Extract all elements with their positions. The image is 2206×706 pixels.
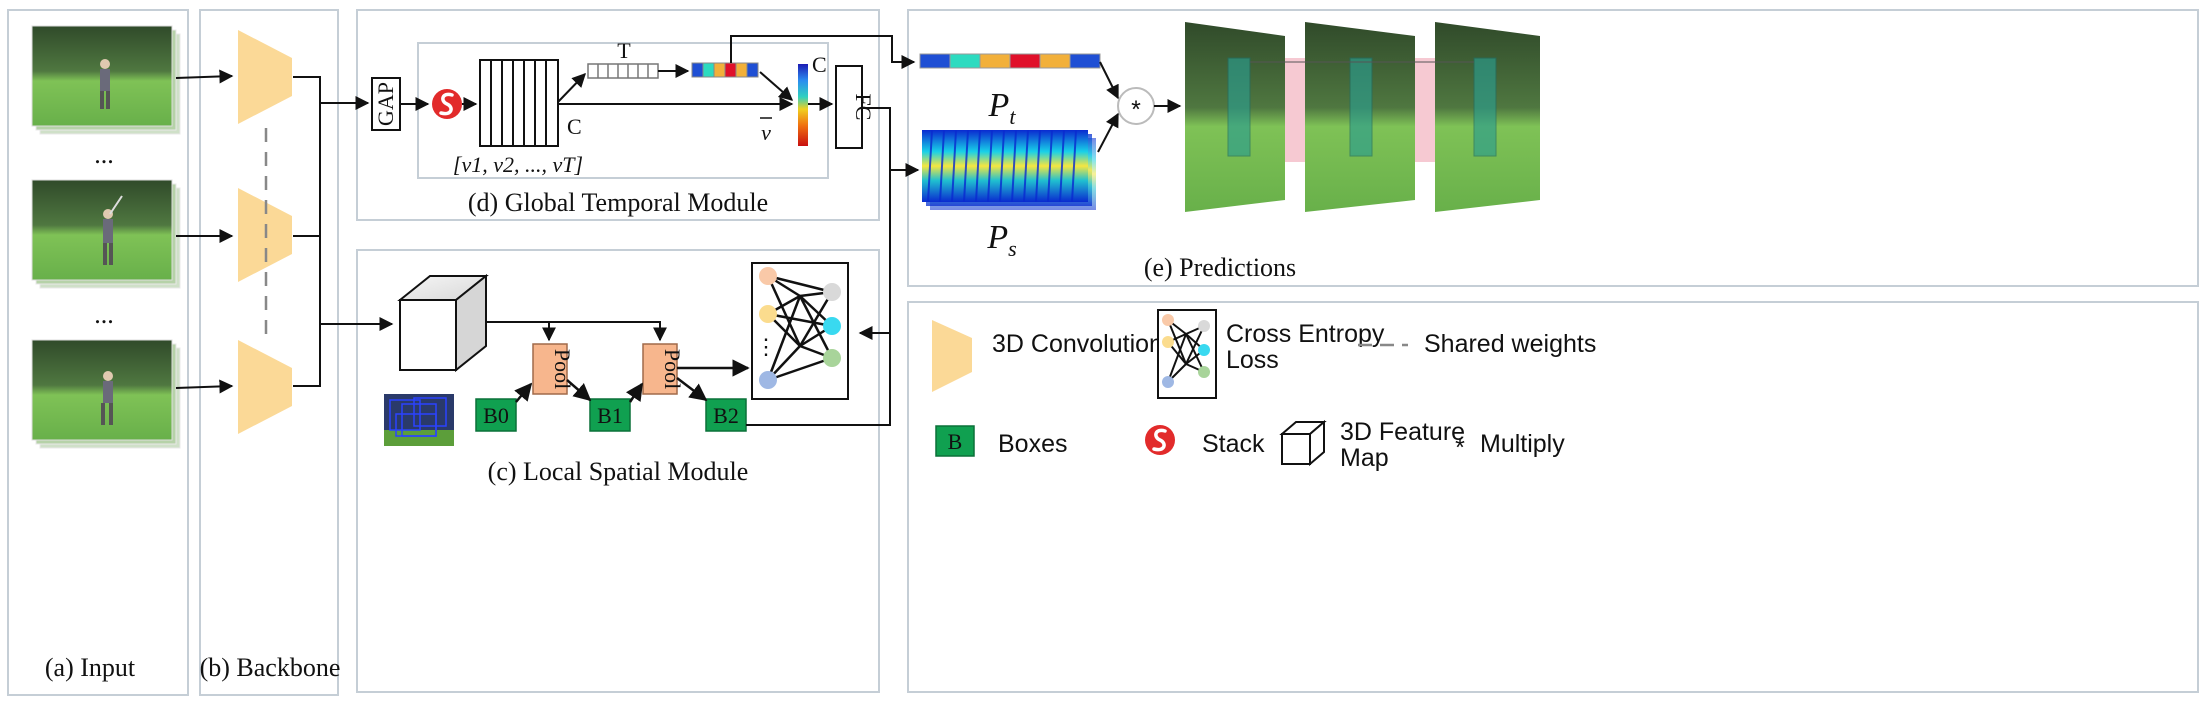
attention-weights-bar	[691, 62, 759, 78]
t-label: T	[617, 38, 631, 63]
output-frames	[1185, 22, 1540, 212]
arrow-b2-ps	[746, 163, 920, 426]
legend-shared-label: Shared weights	[1424, 330, 1596, 358]
vector-stack	[479, 59, 559, 147]
legend-ce-label-1: Cross Entropy	[1226, 320, 1385, 348]
fc-box	[835, 65, 863, 149]
input-dots-2: ...	[94, 300, 114, 329]
box-b1: B1	[589, 398, 631, 432]
backbone-label: (b) Backbone	[200, 653, 341, 682]
colorbar-c-label: C	[812, 52, 827, 77]
svg-text:B0: B0	[483, 403, 509, 428]
classifier-network: ⋮	[751, 262, 849, 400]
legend-feature-label-1: 3D Feature	[1340, 418, 1465, 446]
pt-label: Pt	[988, 87, 1017, 129]
pool-1: Pool	[532, 343, 575, 395]
input-clip-3	[31, 339, 181, 449]
svg-text:B2: B2	[713, 403, 739, 428]
local-module-label: (c) Local Spatial Module	[488, 457, 749, 486]
global-module-label: (d) Global Temporal Module	[468, 188, 768, 217]
input-clip-2	[31, 179, 181, 289]
legend-multiply-icon: *	[1455, 434, 1465, 462]
t-vector	[587, 63, 659, 79]
legend-panel	[907, 301, 2199, 693]
legend-stack-icon	[1145, 425, 1175, 455]
ps-heatmap-stack	[922, 129, 1096, 210]
legend-conv-icon	[932, 320, 972, 392]
arrow-attn-pt	[730, 35, 916, 69]
ps-label: Ps	[986, 219, 1016, 261]
box-thumbnail	[384, 394, 454, 446]
predictions-label: (e) Predictions	[1144, 253, 1296, 282]
classifier-dots: ⋮	[755, 334, 777, 359]
backbone-merge-lines	[293, 76, 394, 387]
arrow-input-3	[175, 379, 234, 394]
arrow-pt-multiply	[1099, 61, 1119, 100]
input-panel	[7, 9, 189, 696]
input-clip-1	[31, 25, 181, 135]
feature-colorbar	[798, 64, 808, 146]
vbar-label: v	[761, 120, 771, 145]
global-module-panel	[356, 9, 880, 221]
legend-boxes-label: Boxes	[998, 430, 1067, 458]
arrow-stack-t	[557, 72, 586, 103]
pt-bar	[919, 53, 1101, 69]
backbone-panel	[199, 9, 339, 696]
legend-feature-label-2: Map	[1340, 444, 1389, 472]
legend-conv-label: 3D Convolution	[992, 330, 1163, 358]
backbone-conv-3	[238, 340, 292, 434]
arrow-input-1	[175, 69, 234, 84]
predictions-panel	[907, 9, 2199, 287]
input-dots-1: ...	[94, 140, 114, 169]
legend-multiply-label: Multiply	[1480, 430, 1565, 458]
gap-box	[371, 77, 401, 131]
arrow-ps-multiply	[1097, 112, 1119, 153]
input-label: (a) Input	[45, 653, 136, 682]
box-b0: B0	[475, 398, 517, 432]
arrow-attn-merge	[759, 71, 794, 101]
svg-text:*: *	[1131, 96, 1141, 124]
gap-label: GAP	[373, 82, 398, 126]
legend-box-icon: B	[935, 425, 975, 457]
stack-c-label: C	[567, 114, 582, 139]
svg-text:B1: B1	[597, 403, 623, 428]
legend-feature-map-icon	[1279, 419, 1327, 467]
multiply-node: *	[1117, 87, 1155, 125]
legend-stack-label: Stack	[1202, 430, 1265, 458]
legend-ce-label-2: Loss	[1226, 346, 1279, 374]
arrow-cube-pool	[486, 321, 667, 342]
svg-text:B: B	[948, 429, 963, 454]
vector-seq-label: [v1, v2, ..., vT]	[453, 152, 583, 177]
feature-map-cube	[397, 273, 489, 373]
stack-icon	[432, 89, 462, 119]
local-module-panel	[356, 249, 880, 693]
backbone-conv-1	[238, 30, 292, 124]
legend-ce-icon	[1157, 309, 1217, 399]
local-flow-arrows	[514, 359, 750, 403]
box-b2: B2	[705, 398, 747, 432]
